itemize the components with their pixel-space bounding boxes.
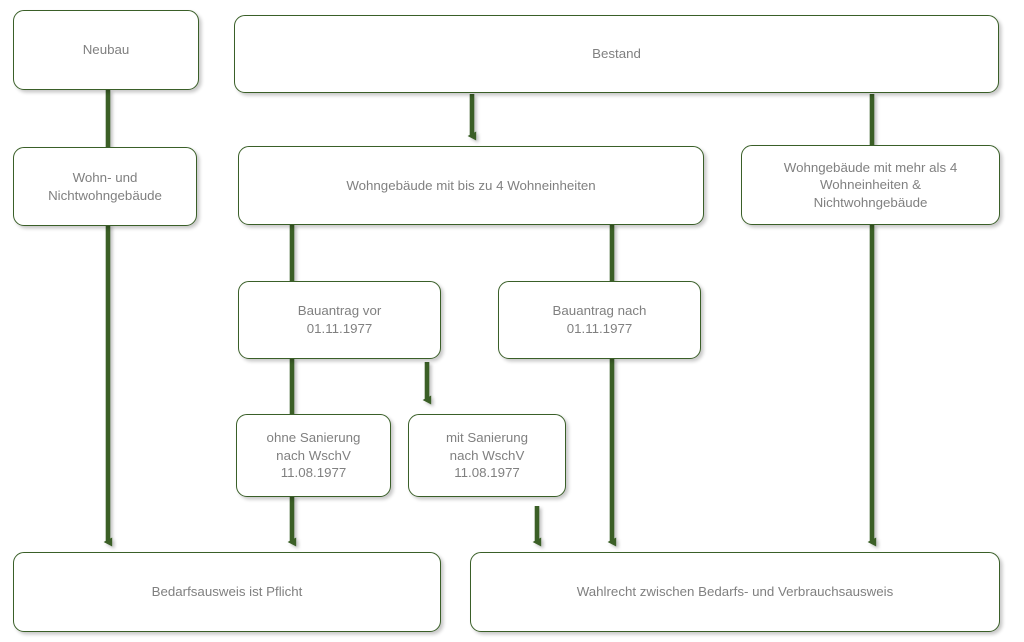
node-ohne-sanierung-line-2: 11.08.1977 (280, 465, 347, 481)
node-bestand[interactable]: Bestand (234, 15, 999, 93)
node-mit-sanierung-line-2: 11.08.1977 (454, 465, 520, 481)
node-bauantrag-vor-line-0: Bauantrag vor (297, 303, 382, 319)
node-wohn-und-nichtwohngebaeude[interactable]: Wohn- und Nichtwohngebäude (13, 147, 197, 226)
node-bedarfsausweis-line-0: Bedarfsausweis ist Pflicht (151, 584, 303, 600)
node-bauantrag-vor[interactable]: Bauantrag vor 01.11.1977 (238, 281, 441, 359)
node-bauantrag-vor-line-1: 01.11.1977 (306, 321, 373, 336)
node-bauantrag-nach-line-0: Bauantrag nach (552, 303, 647, 319)
node-ohne-sanierung-line-0: ohne Sanierung (266, 430, 361, 446)
node-mit-sanierung-line-1: nach WschV (449, 447, 525, 463)
node-bedarfsausweis-ist-pflicht[interactable]: Bedarfsausweis ist Pflicht (13, 552, 441, 632)
node-mehr-als-4-line-1: Wohneinheiten & (819, 177, 922, 193)
node-wohngebaeude-mehr-als-4[interactable]: Wohngebäude mit mehr als 4 Wohneinheiten… (741, 145, 1000, 225)
node-wohn-line-0: Wohn- und (72, 169, 138, 185)
node-ohne-sanierung[interactable]: ohne Sanierung nach WschV 11.08.1977 (236, 414, 391, 497)
node-wohngebaeude-bis-zu-4[interactable]: Wohngebäude mit bis zu 4 Wohneinheiten (238, 146, 704, 225)
node-bauantrag-nach-line-1: 01.11.1977 (566, 321, 633, 336)
node-ohne-sanierung-line-1: nach WschV (276, 447, 351, 463)
node-neubau-line-0: Neubau (82, 42, 130, 58)
node-bestand-line-0: Bestand (592, 46, 641, 62)
node-bis-zu-4-line-0: Wohngebäude mit bis zu 4 Wohneinheiten (346, 177, 596, 193)
node-mehr-als-4-line-2: Nichtwohngebäude (813, 194, 928, 210)
node-wahlrecht[interactable]: Wahlrecht zwischen Bedarfs- und Verbrauc… (470, 552, 1000, 632)
node-wahlrecht-line-0: Wahlrecht zwischen Bedarfs- und Verbrauc… (576, 584, 894, 600)
node-neubau[interactable]: Neubau (13, 10, 199, 90)
node-wohn-line-1: Nichtwohngebäude (48, 187, 162, 203)
node-mit-sanierung-line-0: mit Sanierung (445, 430, 529, 446)
node-mit-sanierung[interactable]: mit Sanierung nach WschV 11.08.1977 (408, 414, 566, 497)
node-mehr-als-4-line-0: Wohngebäude mit mehr als 4 (783, 159, 958, 175)
node-bauantrag-nach[interactable]: Bauantrag nach 01.11.1977 (498, 281, 701, 359)
